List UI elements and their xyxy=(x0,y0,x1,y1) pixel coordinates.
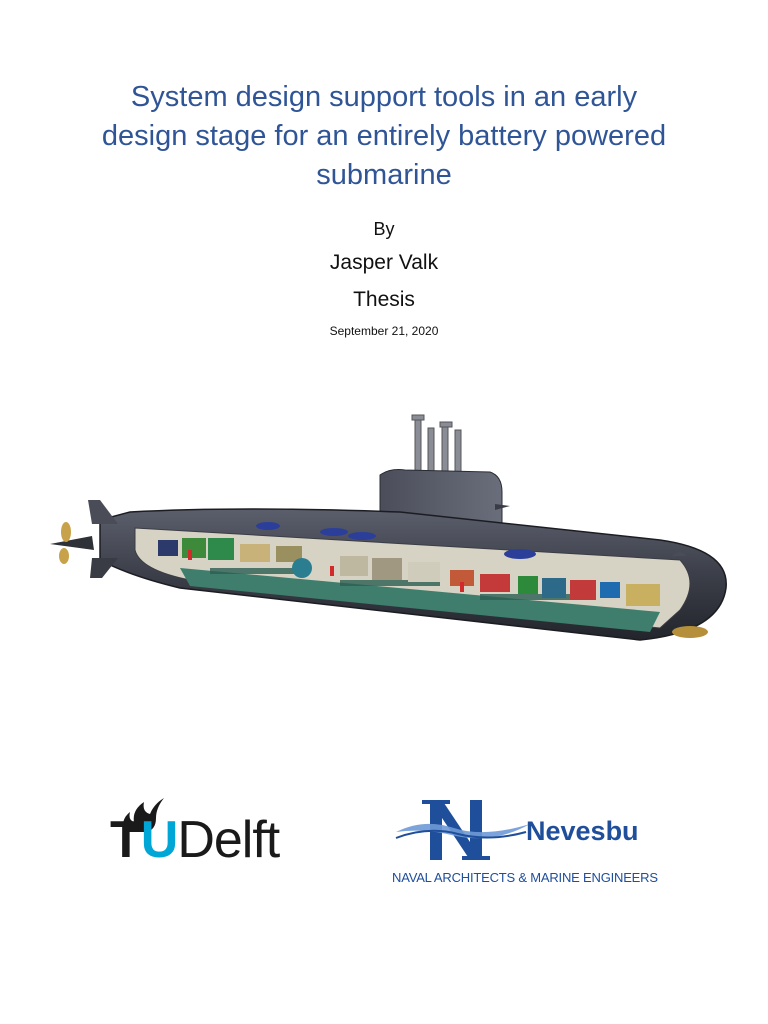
battery-deck xyxy=(180,568,660,632)
publication-date: September 21, 2020 xyxy=(329,324,439,338)
nevesbu-emblem-icon xyxy=(395,800,530,860)
deck-hatches xyxy=(256,522,536,559)
by-label: By xyxy=(373,219,395,239)
title-line-1: System design support tools in an early xyxy=(130,81,638,113)
tail-fin-top xyxy=(88,500,118,524)
nevesbu-logo: Nevesbu NAVAL ARCHITECTS & MARINE ENGINE… xyxy=(390,792,680,892)
title-line-3: submarine xyxy=(316,159,452,191)
nevesbu-tagline: NAVAL ARCHITECTS & MARINE ENGINEERS xyxy=(392,870,658,885)
tudelft-wordmark: TUDelft xyxy=(110,810,280,870)
author-name: Jasper Valk xyxy=(329,251,439,274)
equipment xyxy=(158,538,708,638)
nevesbu-name: Nevesbu xyxy=(526,816,639,846)
tudelft-logo: TUDelft xyxy=(88,792,338,884)
document-type: Thesis xyxy=(353,288,415,311)
tudelft-letters-delft: Delft xyxy=(177,811,280,869)
flame-icon xyxy=(122,798,164,832)
bulkheads xyxy=(188,550,464,592)
tudelft-letter-u: U xyxy=(140,811,179,869)
tail-fin-bottom xyxy=(90,558,118,578)
propeller xyxy=(59,522,71,564)
submarine-cutaway-illustration xyxy=(50,414,727,641)
thesis-title: System design support tools in an early … xyxy=(60,78,708,195)
title-line-2: design stage for an entirely battery pow… xyxy=(101,120,667,152)
tudelft-letter-t: T xyxy=(110,811,142,869)
